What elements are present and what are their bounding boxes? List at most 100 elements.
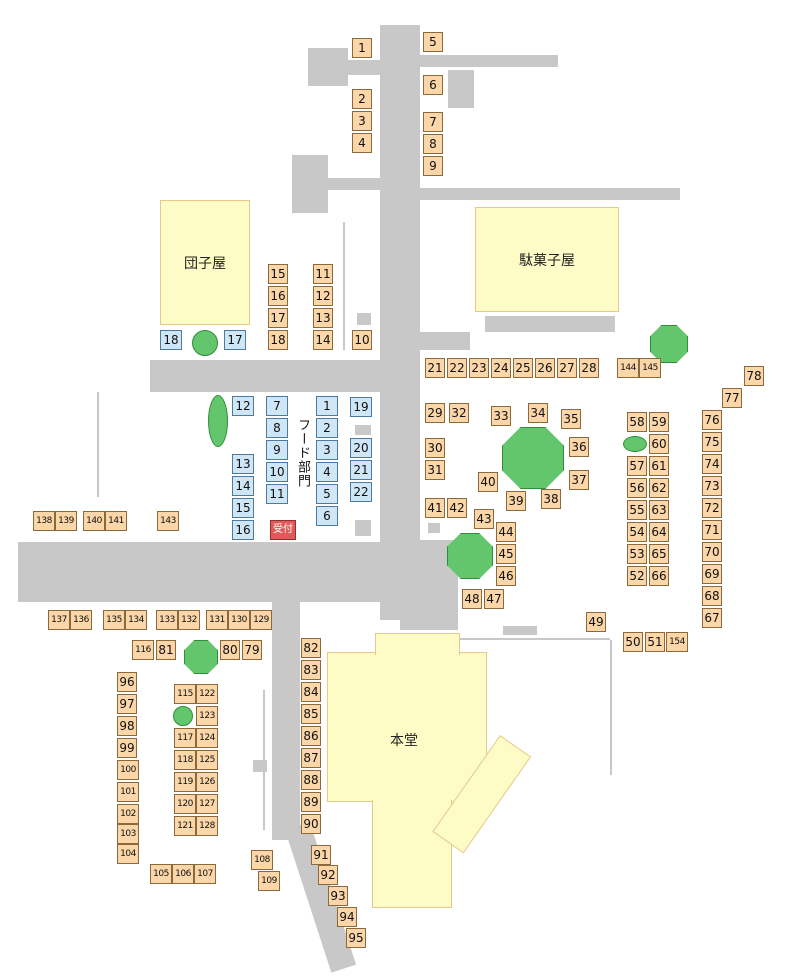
stall-93[interactable]: 93 xyxy=(328,886,348,906)
stall-125[interactable]: 125 xyxy=(196,750,218,770)
food-stall-16[interactable]: 16 xyxy=(232,520,254,540)
stall-87[interactable]: 87 xyxy=(301,748,321,768)
stall-98[interactable]: 98 xyxy=(117,716,137,736)
stall-122[interactable]: 122 xyxy=(196,684,218,704)
stall-38[interactable]: 38 xyxy=(541,489,561,509)
food-stall-8[interactable]: 8 xyxy=(266,418,288,438)
food-stall-12[interactable]: 12 xyxy=(232,396,254,416)
stall-72[interactable]: 72 xyxy=(702,498,722,518)
food-stall-18[interactable]: 18 xyxy=(160,330,182,350)
stall-25[interactable]: 25 xyxy=(513,358,533,378)
stall-121[interactable]: 121 xyxy=(174,816,196,836)
stall-66[interactable]: 66 xyxy=(649,566,669,586)
stall-45[interactable]: 45 xyxy=(496,544,516,564)
stall-56[interactable]: 56 xyxy=(627,478,647,498)
stall-79[interactable]: 79 xyxy=(242,640,262,660)
stall-46[interactable]: 46 xyxy=(496,566,516,586)
stall-7[interactable]: 7 xyxy=(423,112,443,132)
stall-50[interactable]: 50 xyxy=(623,632,643,652)
stall-102[interactable]: 102 xyxy=(117,804,139,824)
stall-43[interactable]: 43 xyxy=(474,509,494,529)
stall-63[interactable]: 63 xyxy=(649,500,669,520)
stall-44[interactable]: 44 xyxy=(496,522,516,542)
stall-124[interactable]: 124 xyxy=(196,728,218,748)
stall-10[interactable]: 10 xyxy=(352,330,372,350)
food-stall-7[interactable]: 7 xyxy=(266,396,288,416)
stall-71[interactable]: 71 xyxy=(702,520,722,540)
stall-101[interactable]: 101 xyxy=(117,782,139,802)
stall-51[interactable]: 51 xyxy=(645,632,665,652)
stall-2[interactable]: 2 xyxy=(352,89,372,109)
stall-47[interactable]: 47 xyxy=(484,589,504,609)
stall-8[interactable]: 8 xyxy=(423,134,443,154)
food-stall-3[interactable]: 3 xyxy=(316,440,338,460)
stall-53[interactable]: 53 xyxy=(627,544,647,564)
food-stall-15[interactable]: 15 xyxy=(232,498,254,518)
stall-126[interactable]: 126 xyxy=(196,772,218,792)
reception-booth[interactable]: 受付 xyxy=(270,520,296,540)
stall-11[interactable]: 11 xyxy=(313,264,333,284)
food-stall-6[interactable]: 6 xyxy=(316,506,338,526)
stall-15[interactable]: 15 xyxy=(268,264,288,284)
stall-28[interactable]: 28 xyxy=(579,358,599,378)
stall-80[interactable]: 80 xyxy=(220,640,240,660)
food-stall-11[interactable]: 11 xyxy=(266,484,288,504)
stall-52[interactable]: 52 xyxy=(627,566,647,586)
stall-91[interactable]: 91 xyxy=(311,845,331,865)
stall-41[interactable]: 41 xyxy=(425,498,445,518)
stall-86[interactable]: 86 xyxy=(301,726,321,746)
stall-129[interactable]: 129 xyxy=(250,610,272,630)
stall-106[interactable]: 106 xyxy=(172,864,194,884)
stall-1[interactable]: 1 xyxy=(352,38,372,58)
stall-128[interactable]: 128 xyxy=(196,816,218,836)
stall-89[interactable]: 89 xyxy=(301,792,321,812)
stall-103[interactable]: 103 xyxy=(117,824,139,844)
stall-62[interactable]: 62 xyxy=(649,478,669,498)
stall-97[interactable]: 97 xyxy=(117,694,137,714)
stall-88[interactable]: 88 xyxy=(301,770,321,790)
stall-130[interactable]: 130 xyxy=(228,610,250,630)
stall-21[interactable]: 21 xyxy=(425,358,445,378)
stall-94[interactable]: 94 xyxy=(337,907,357,927)
stall-49[interactable]: 49 xyxy=(586,612,606,632)
stall-78[interactable]: 78 xyxy=(744,366,764,386)
stall-83[interactable]: 83 xyxy=(301,660,321,680)
stall-59[interactable]: 59 xyxy=(649,412,669,432)
stall-17[interactable]: 17 xyxy=(268,308,288,328)
stall-136[interactable]: 136 xyxy=(70,610,92,630)
stall-137[interactable]: 137 xyxy=(48,610,70,630)
stall-74[interactable]: 74 xyxy=(702,454,722,474)
stall-64[interactable]: 64 xyxy=(649,522,669,542)
stall-48[interactable]: 48 xyxy=(462,589,482,609)
stall-135[interactable]: 135 xyxy=(103,610,125,630)
stall-134[interactable]: 134 xyxy=(125,610,147,630)
stall-67[interactable]: 67 xyxy=(702,608,722,628)
stall-32[interactable]: 32 xyxy=(449,403,469,423)
stall-117[interactable]: 117 xyxy=(174,728,196,748)
stall-145[interactable]: 145 xyxy=(639,358,661,378)
stall-73[interactable]: 73 xyxy=(702,476,722,496)
stall-85[interactable]: 85 xyxy=(301,704,321,724)
stall-26[interactable]: 26 xyxy=(535,358,555,378)
food-stall-19[interactable]: 19 xyxy=(350,397,372,417)
stall-104[interactable]: 104 xyxy=(117,844,139,864)
stall-65[interactable]: 65 xyxy=(649,544,669,564)
stall-37[interactable]: 37 xyxy=(569,470,589,490)
stall-42[interactable]: 42 xyxy=(447,498,467,518)
stall-144[interactable]: 144 xyxy=(617,358,639,378)
stall-143[interactable]: 143 xyxy=(157,511,179,531)
stall-99[interactable]: 99 xyxy=(117,738,137,758)
stall-18[interactable]: 18 xyxy=(268,330,288,350)
stall-30[interactable]: 30 xyxy=(425,438,445,458)
stall-54[interactable]: 54 xyxy=(627,522,647,542)
stall-16[interactable]: 16 xyxy=(268,286,288,306)
stall-140[interactable]: 140 xyxy=(83,511,105,531)
stall-127[interactable]: 127 xyxy=(196,794,218,814)
stall-14[interactable]: 14 xyxy=(313,330,333,350)
stall-58[interactable]: 58 xyxy=(627,412,647,432)
stall-90[interactable]: 90 xyxy=(301,814,321,834)
food-stall-5[interactable]: 5 xyxy=(316,484,338,504)
stall-69[interactable]: 69 xyxy=(702,564,722,584)
food-stall-10[interactable]: 10 xyxy=(266,462,288,482)
stall-96[interactable]: 96 xyxy=(117,672,137,692)
